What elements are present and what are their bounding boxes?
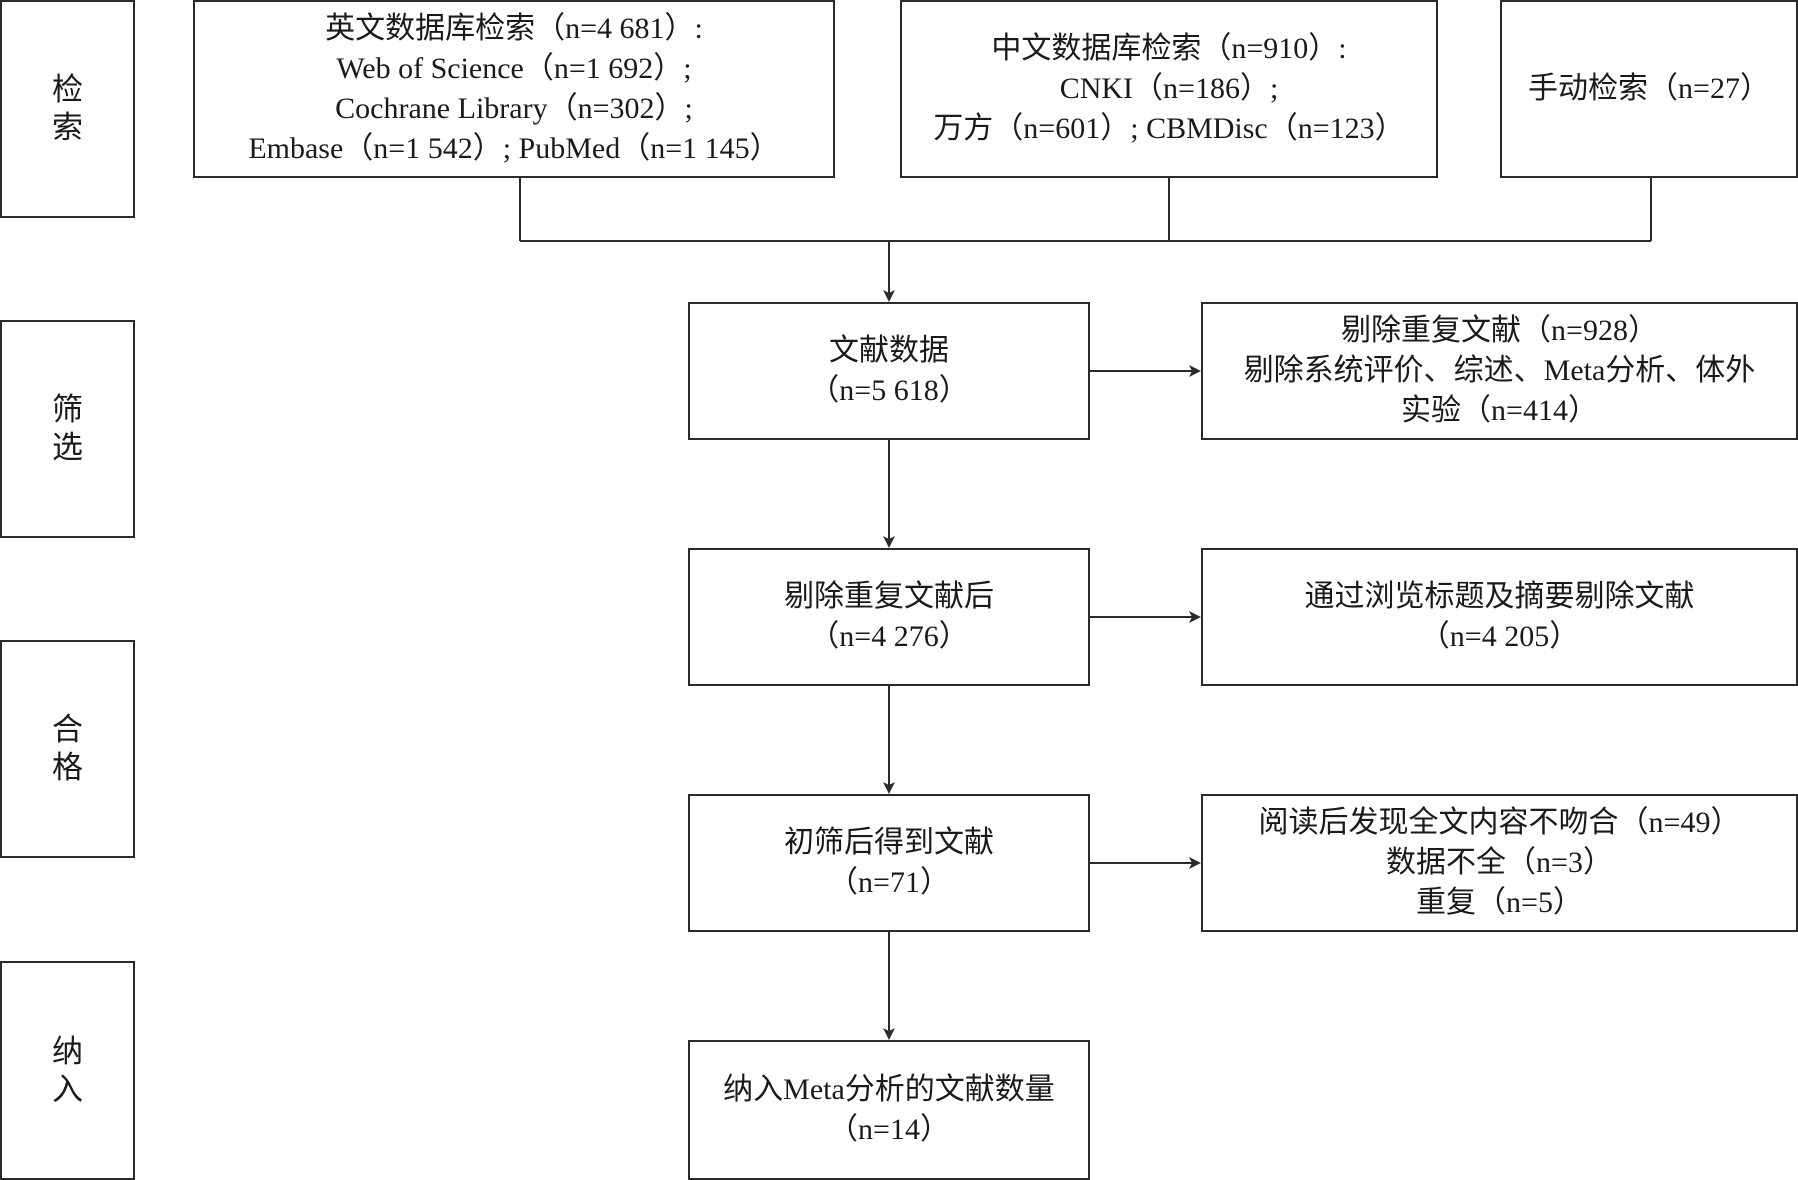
chinese-database-line-2: CNKI（n=186）; (1059, 72, 1279, 105)
excluded-box-3: 阅读后发现全文内容不吻合（n=49） 数据不全（n=3） 重复（n=5） (1201, 794, 1798, 932)
excluded-2-line-2: （n=4 205） (1419, 620, 1580, 653)
stage-eligible-char-1: 合 (52, 712, 83, 747)
english-database-line-1: 英文数据库检索（n=4 681）: (325, 12, 703, 45)
excluded-3-line-3: 重复（n=5） (1416, 886, 1583, 919)
excluded-1-line-2: 剔除系统评价、综述、Meta分析、体外 (1243, 354, 1756, 387)
english-database-line-4: Embase（n=1 542）; PubMed（n=1 145） (248, 132, 780, 165)
literature-data-box: 文献数据 （n=5 618） (688, 302, 1090, 440)
stage-include-char-2: 入 (52, 1071, 83, 1107)
stage-search-char-2: 索 (52, 110, 83, 145)
after-dedup-line-1: 剔除重复文献后 (784, 580, 994, 613)
stage-screen-char-2: 选 (52, 430, 83, 465)
after-dedup-line-2: （n=4 276） (809, 620, 969, 653)
initial-screen-line-1: 初筛后得到文献 (784, 826, 994, 859)
english-database-line-3: Cochrane Library（n=302）; (335, 92, 693, 125)
manual-search-box: 手动检索（n=27） (1500, 0, 1798, 178)
stage-eligible-char-2: 格 (52, 750, 83, 785)
initial-screen-line-2: （n=71） (828, 866, 950, 899)
stage-screen-char-1: 筛 (52, 392, 83, 427)
final-included-line-2: （n=14） (828, 1113, 950, 1146)
english-database-line-2: Web of Science（n=1 692）; (336, 52, 692, 85)
stage-include-char-1: 纳 (52, 1033, 83, 1069)
excluded-3-line-2: 数据不全（n=3） (1386, 846, 1613, 879)
chinese-database-line-3: 万方（n=601）; CBMDisc（n=123） (933, 112, 1405, 145)
stage-search: 检 索 (0, 0, 135, 218)
final-included-box: 纳入Meta分析的文献数量 （n=14） (688, 1040, 1090, 1180)
literature-data-line-1: 文献数据 (829, 334, 949, 367)
excluded-2-line-1: 通过浏览标题及摘要剔除文献 (1304, 580, 1695, 613)
initial-screen-box: 初筛后得到文献 （n=71） (688, 794, 1090, 932)
chinese-database-line-1: 中文数据库检索（n=910）: (991, 32, 1347, 65)
literature-data-line-2: （n=5 618） (809, 374, 969, 407)
after-dedup-box: 剔除重复文献后 （n=4 276） (688, 548, 1090, 686)
stage-eligible: 合 格 (0, 640, 135, 858)
english-database-box: 英文数据库检索（n=4 681）: Web of Science（n=1 692… (193, 0, 835, 178)
final-included-line-1: 纳入Meta分析的文献数量 (723, 1073, 1055, 1106)
excluded-3-line-1: 阅读后发现全文内容不吻合（n=49） (1258, 806, 1741, 839)
stage-screen: 筛 选 (0, 320, 135, 538)
chinese-database-box: 中文数据库检索（n=910）: CNKI（n=186）; 万方（n=601）; … (900, 0, 1438, 178)
stage-include: 纳 入 (0, 961, 135, 1180)
excluded-1-line-3: 实验（n=414） (1401, 394, 1598, 427)
excluded-1-line-1: 剔除重复文献（n=928） (1341, 314, 1658, 347)
manual-search-line-1: 手动检索（n=27） (1528, 72, 1770, 105)
stage-search-char-1: 检 (52, 72, 83, 107)
excluded-box-1: 剔除重复文献（n=928） 剔除系统评价、综述、Meta分析、体外 实验（n=4… (1201, 302, 1798, 440)
excluded-box-2: 通过浏览标题及摘要剔除文献 （n=4 205） (1201, 548, 1798, 686)
